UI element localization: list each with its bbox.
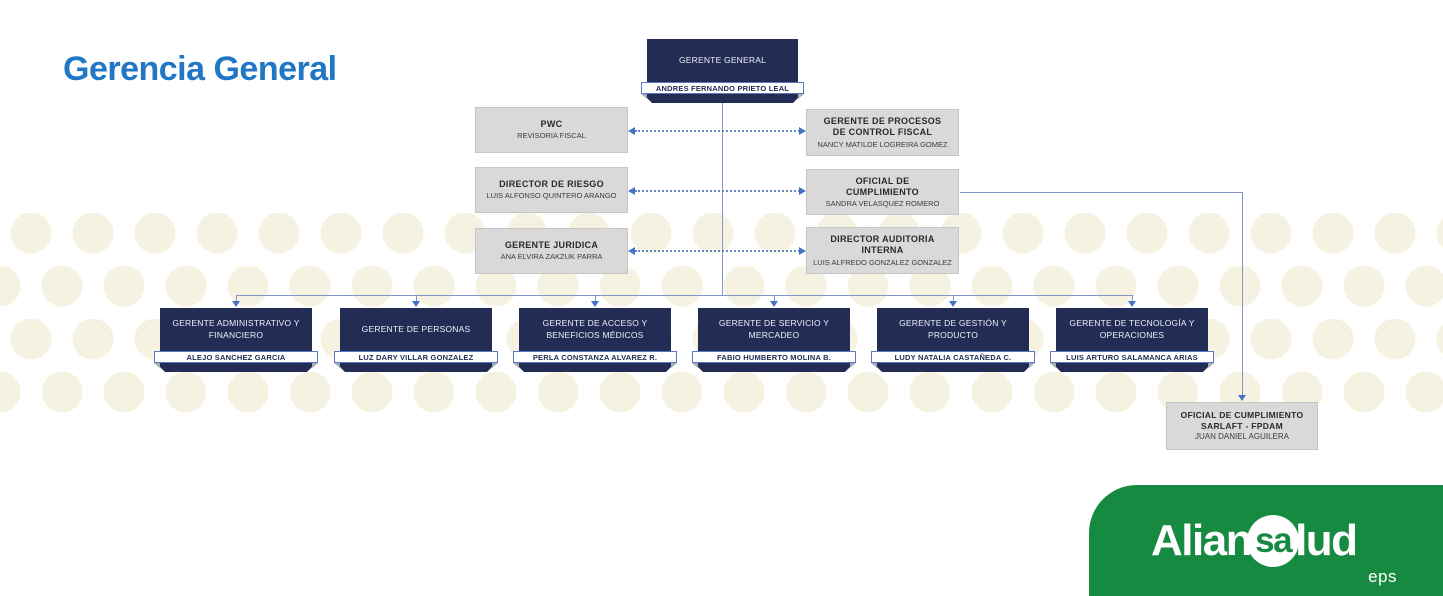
page-title: Gerencia General <box>63 50 337 88</box>
arrow-right-icon <box>799 247 806 255</box>
connector-drop <box>953 295 954 302</box>
logo-circle-icon: sa <box>1247 515 1300 567</box>
name-plate: ALEJO SANCHEZ GARCIA <box>154 351 318 363</box>
plate-fold <box>334 363 340 368</box>
plate-fold <box>871 363 877 368</box>
arrow-down-icon <box>1238 395 1246 401</box>
plate-fold <box>671 363 677 368</box>
org-box-name: LUIS ALFREDO GONZALEZ GONZALEZ <box>813 257 952 267</box>
connector-drop <box>1132 295 1133 302</box>
arrow-down-icon <box>412 301 420 307</box>
org-box-title: GERENTE DE PERSONAS <box>361 323 471 334</box>
plate-fold <box>154 363 160 368</box>
aliansalud-logo: Alian sa lud eps <box>1089 485 1443 596</box>
arrow-left-icon <box>628 247 635 255</box>
plate-fold <box>850 363 856 368</box>
org-box-gerente-de-personas: GERENTE DE PERSONAS LUZ DARY VILLAR GONZ… <box>334 308 498 372</box>
plate-fold <box>1050 363 1056 368</box>
org-box-name: REVISORIA FISCAL <box>517 131 586 141</box>
org-box-gerente-gestion-producto: GERENTE DE GESTIÓN Y PRODUCTO LUDY NATAL… <box>871 308 1035 372</box>
arrow-down-icon <box>232 301 240 307</box>
org-box-title: DIRECTOR DE RIESGO <box>499 179 604 190</box>
logo-word-start: Alian <box>1151 516 1253 565</box>
org-box-title: DIRECTOR AUDITORIA INTERNA <box>830 234 935 256</box>
org-box-title: GERENTE DE GESTIÓN Y PRODUCTO <box>899 318 1007 340</box>
connector-compliance-v <box>1242 192 1243 396</box>
connector-dotted-row2 <box>635 190 800 192</box>
org-box-pwc: PWC REVISORIA FISCAL <box>475 107 628 153</box>
logo-eps-suffix: eps <box>1368 567 1397 586</box>
name-plate: PERLA CONSTANZA ALVAREZ R. <box>513 351 677 363</box>
arrow-left-icon <box>628 187 635 195</box>
connector-dotted-row1 <box>635 130 800 132</box>
arrow-right-icon <box>799 127 806 135</box>
org-box-name: NANCY MATILDE LOGREIRA GOMEZ <box>817 139 948 149</box>
name-plate: LUDY NATALIA CASTAÑEDA C. <box>871 351 1035 363</box>
org-box-oficial-cumplimiento-sarlaft: OFICIAL DE CUMPLIMIENTO SARLAFT - FPDAM … <box>1166 402 1318 450</box>
org-box-oficial-de-cumplimiento: OFICIAL DE CUMPLIMIENTO SANDRA VELASQUEZ… <box>806 169 959 215</box>
plate-fold <box>492 363 498 368</box>
connector-drop <box>236 295 237 302</box>
arrow-down-icon <box>591 301 599 307</box>
org-box-title: GERENTE DE ACCESO Y BENEFICIOS MÉDICOS <box>542 318 648 340</box>
org-box-gerente-tecnologia-operaciones: GERENTE DE TECNOLOGÍA Y OPERACIONES LUIS… <box>1050 308 1214 372</box>
arrow-right-icon <box>799 187 806 195</box>
org-box-gerente-servicio-mercadeo: GERENTE DE SERVICIO Y MERCADEO FABIO HUM… <box>692 308 856 372</box>
connector-bus <box>236 295 1132 296</box>
org-box-title: GERENTE ADMINISTRATIVO Y FINANCIERO <box>172 318 300 340</box>
org-box-gerente-general: GERENTE GENERAL ANDRES FERNANDO PRIETO L… <box>641 39 804 103</box>
name-plate: LUZ DARY VILLAR GONZALEZ <box>334 351 498 363</box>
plate-fold <box>641 94 647 99</box>
org-box-title: OFICIAL DE CUMPLIMIENTO <box>846 175 919 197</box>
arrow-down-icon <box>1128 301 1136 307</box>
org-box-title: GERENTE JURIDICA <box>504 240 599 251</box>
arrow-down-icon <box>949 301 957 307</box>
arrow-down-icon <box>770 301 778 307</box>
org-box-gerente-juridica: GERENTE JURIDICA ANA ELVIRA ZAKZUK PARRA <box>475 228 628 274</box>
aliansalud-wordmark: Alian sa lud <box>1151 515 1358 567</box>
org-box-procesos-control-fiscal: GERENTE DE PROCESOS DE CONTROL FISCAL NA… <box>806 109 959 156</box>
org-box-director-auditoria-interna: DIRECTOR AUDITORIA INTERNA LUIS ALFREDO … <box>806 227 959 274</box>
connector-drop <box>416 295 417 302</box>
org-box-gerente-acceso-beneficios: GERENTE DE ACCESO Y BENEFICIOS MÉDICOS P… <box>513 308 677 372</box>
org-box-title-line1: OFICIAL DE CUMPLIMIENTO <box>1180 409 1304 420</box>
name-plate: FABIO HUMBERTO MOLINA B. <box>692 351 856 363</box>
org-box-gerente-administrativo-financiero: GERENTE ADMINISTRATIVO Y FINANCIERO ALEJ… <box>154 308 318 372</box>
org-box-name: LUIS ALFONSO QUINTERO ARANGO <box>486 191 617 201</box>
arrow-left-icon <box>628 127 635 135</box>
connector-trunk <box>722 103 723 295</box>
connector-drop <box>774 295 775 302</box>
org-box-title-line2: SARLAFT - FPDAM <box>1201 420 1283 431</box>
org-box-name: JUAN DANIEL AGUILERA <box>1195 432 1289 442</box>
org-box-title: GERENTE DE SERVICIO Y MERCADEO <box>718 318 830 340</box>
org-box-title: GERENTE DE TECNOLOGÍA Y OPERACIONES <box>1069 318 1195 340</box>
plate-fold <box>312 363 318 368</box>
org-box-title: PWC <box>540 119 563 130</box>
plate-fold <box>798 94 804 99</box>
org-box-name: ANA ELVIRA ZAKZUK PARRA <box>500 252 603 262</box>
plate-fold <box>1208 363 1214 368</box>
org-box-director-de-riesgo: DIRECTOR DE RIESGO LUIS ALFONSO QUINTERO… <box>475 167 628 213</box>
plate-fold <box>513 363 519 368</box>
name-plate: LUIS ARTURO SALAMANCA ARIAS <box>1050 351 1214 363</box>
org-box-name: SANDRA VELASQUEZ ROMERO <box>825 199 940 209</box>
name-plate: ANDRES FERNANDO PRIETO LEAL <box>641 82 804 94</box>
connector-drop <box>595 295 596 302</box>
connector-compliance-h <box>960 192 1243 193</box>
org-box-title: GERENTE GENERAL <box>678 54 767 65</box>
logo-word-end: lud <box>1295 516 1358 565</box>
plate-fold <box>692 363 698 368</box>
plate-fold <box>1029 363 1035 368</box>
org-box-title: GERENTE DE PROCESOS DE CONTROL FISCAL <box>823 116 942 138</box>
connector-dotted-row3 <box>635 250 800 252</box>
